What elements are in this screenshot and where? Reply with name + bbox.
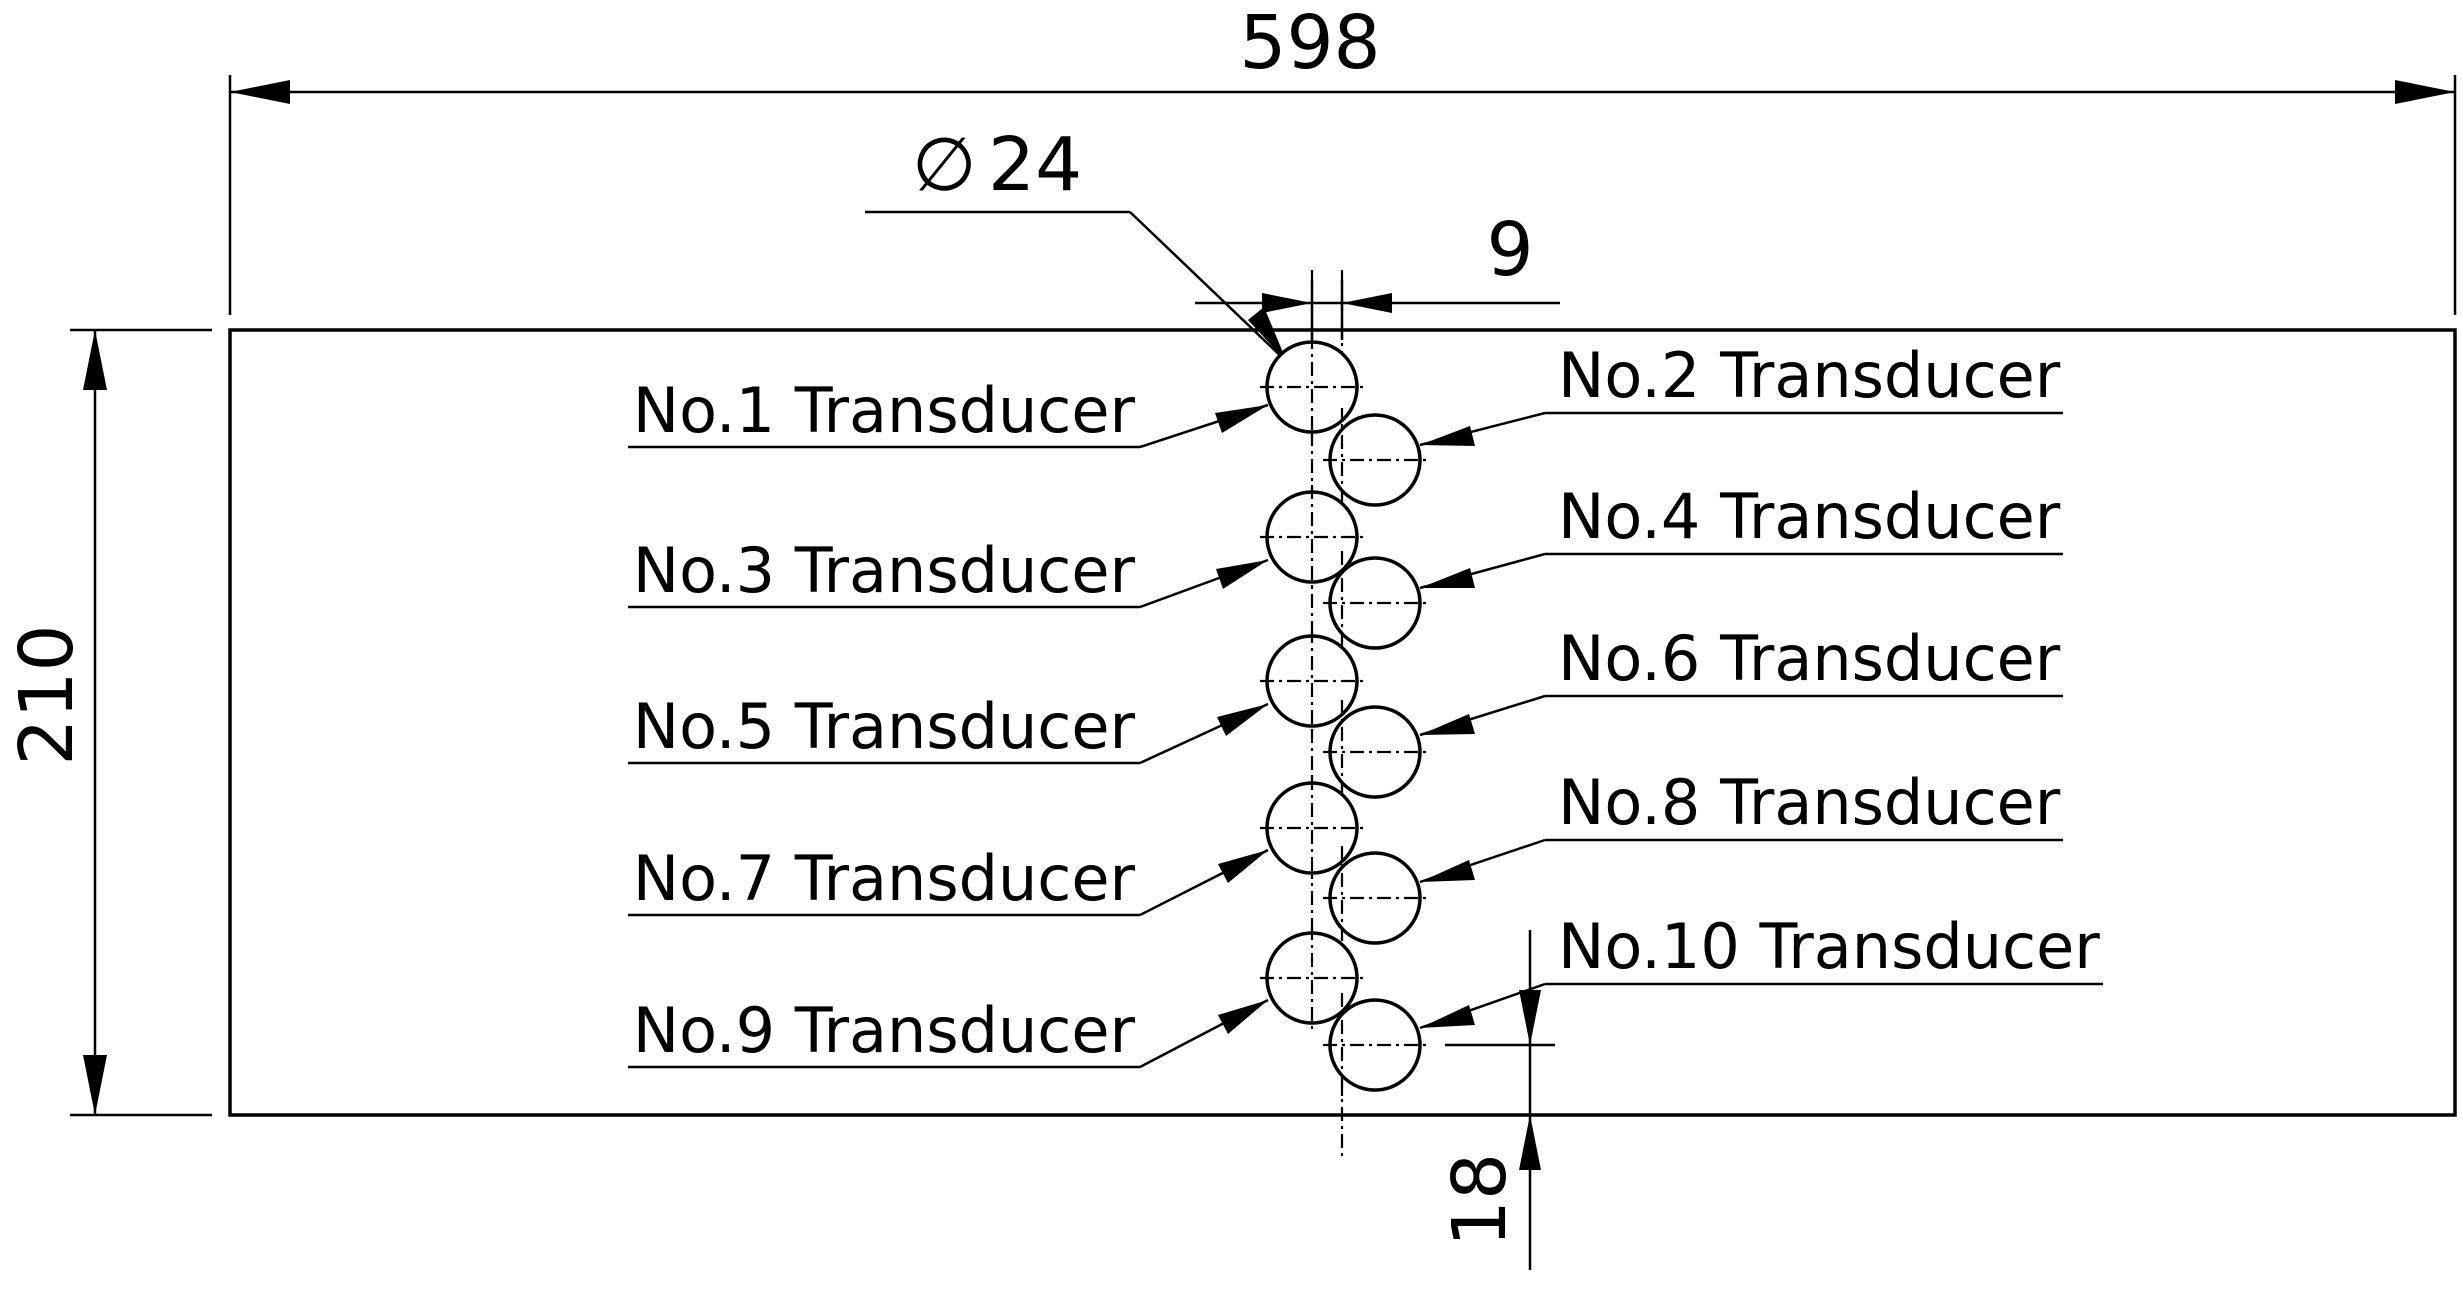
transducer-no9 (1260, 926, 1364, 1030)
label-no3: No.3 Transducer (628, 534, 1269, 609)
label-no5: No.5 Transducer (628, 690, 1269, 765)
offset-dimension-value: 9 (1486, 207, 1533, 293)
label-no4: No.4 Transducer (1419, 480, 2063, 590)
transducer-no3 (1260, 485, 1364, 589)
label-no10: No.10 Transducer (1419, 910, 2103, 1030)
svg-text:No.8 Transducer: No.8 Transducer (1558, 766, 2061, 839)
label-no1: No.1 Transducer (628, 374, 1269, 449)
width-dimension-value: 598 (1239, 0, 1380, 86)
transducer-no7 (1260, 776, 1364, 880)
transducer-no5 (1260, 629, 1364, 733)
svg-text:No.5 Transducer: No.5 Transducer (633, 690, 1136, 763)
diameter-callout: ∅ 24 (865, 122, 1288, 363)
label-no7: No.7 Transducer (628, 842, 1269, 917)
transducer-no10 (1323, 993, 1427, 1097)
height-dimension-value: 210 (4, 624, 90, 765)
transducer-no6 (1323, 700, 1427, 804)
label-no2: No.2 Transducer (1419, 339, 2063, 447)
svg-text:No.9 Transducer: No.9 Transducer (633, 994, 1136, 1067)
svg-text:No.10 Transducer: No.10 Transducer (1558, 910, 2100, 983)
edge-distance-value: 18 (1437, 1153, 1523, 1247)
label-no9: No.9 Transducer (628, 994, 1269, 1069)
diameter-value: 24 (988, 122, 1082, 208)
transducer-no8 (1323, 846, 1427, 950)
edge-distance-dimension: 18 (1437, 930, 1555, 1270)
svg-text:No.2 Transducer: No.2 Transducer (1558, 339, 2061, 412)
svg-text:No.1 Transducer: No.1 Transducer (633, 374, 1136, 447)
transducer-no2 (1323, 408, 1427, 512)
label-no8: No.8 Transducer (1419, 766, 2063, 884)
transducer-no4 (1323, 551, 1427, 655)
svg-text:No.7 Transducer: No.7 Transducer (633, 842, 1136, 915)
height-dimension: 210 (4, 328, 212, 1117)
diameter-symbol: ∅ (912, 122, 976, 208)
svg-text:No.6 Transducer: No.6 Transducer (1558, 622, 2061, 695)
label-no6: No.6 Transducer (1419, 622, 2063, 737)
svg-text:No.3 Transducer: No.3 Transducer (633, 534, 1136, 607)
width-dimension: 598 (228, 0, 2457, 315)
svg-text:No.4 Transducer: No.4 Transducer (1558, 480, 2061, 553)
transducer-no1 (1260, 335, 1364, 439)
